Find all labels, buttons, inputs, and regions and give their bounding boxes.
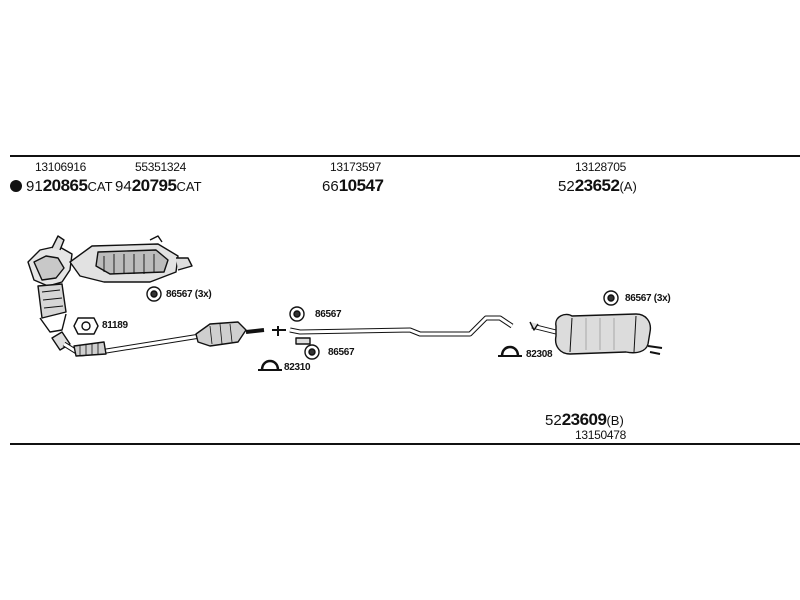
part-suffix: (A) [619, 179, 637, 194]
accessory-label: 82310 [284, 362, 311, 373]
manifold-catalyst-drawing[interactable] [27, 235, 73, 333]
part-suffix: CAT [176, 179, 202, 194]
bottom-rule [10, 443, 800, 445]
part-suffix: (B) [606, 413, 624, 428]
catalyst-drawing[interactable] [69, 235, 193, 283]
rubber-mount-icon[interactable] [304, 344, 320, 360]
accessory-label: 81189 [102, 320, 128, 331]
part-code: 20865 [42, 176, 88, 195]
gasket-icon[interactable] [73, 317, 99, 335]
center-catalyst-drawing[interactable] [195, 321, 265, 347]
part-number-2[interactable]: 9420795CAT [115, 176, 202, 196]
part-code: 23609 [561, 410, 607, 429]
rubber-mount-icon[interactable] [289, 306, 305, 322]
rubber-mount-icon[interactable] [603, 290, 619, 306]
part-code: 23652 [574, 176, 620, 195]
part-prefix: 52 [545, 412, 562, 429]
part-prefix: 66 [322, 178, 339, 195]
accessory-label: 86567 [328, 347, 355, 358]
oe-number-2: 55351324 [135, 160, 186, 174]
accessory-label: 86567 [315, 309, 342, 320]
bullet-icon [10, 180, 22, 192]
part-number-1[interactable]: 9120865CAT [26, 176, 113, 196]
part-code: 20795 [131, 176, 177, 195]
part-number-5[interactable]: 5223609(B) [545, 410, 624, 430]
part-suffix: CAT [87, 179, 113, 194]
oe-number-5: 13150478 [575, 428, 626, 442]
top-rule [10, 155, 800, 157]
part-number-3[interactable]: 6610547 [322, 176, 384, 196]
part-number-4[interactable]: 5223652(A) [558, 176, 637, 196]
oe-number-1: 13106916 [35, 160, 86, 174]
accessory-label: 86567 (3x) [166, 289, 212, 300]
clamp-icon[interactable] [258, 359, 282, 371]
part-prefix: 94 [115, 178, 132, 195]
part-prefix: 52 [558, 178, 575, 195]
middle-pipe-drawing[interactable] [272, 315, 514, 345]
rear-muffler-drawing[interactable] [529, 313, 663, 355]
accessory-label: 86567 (3x) [625, 293, 671, 304]
clamp-icon[interactable] [498, 345, 522, 357]
part-prefix: 91 [26, 178, 43, 195]
oe-number-4: 13128705 [575, 160, 626, 174]
accessory-label: 82308 [526, 349, 553, 360]
oe-number-3: 13173597 [330, 160, 381, 174]
rubber-mount-icon[interactable] [146, 286, 162, 302]
front-pipe-drawing[interactable] [51, 331, 201, 357]
part-code: 10547 [338, 176, 384, 195]
